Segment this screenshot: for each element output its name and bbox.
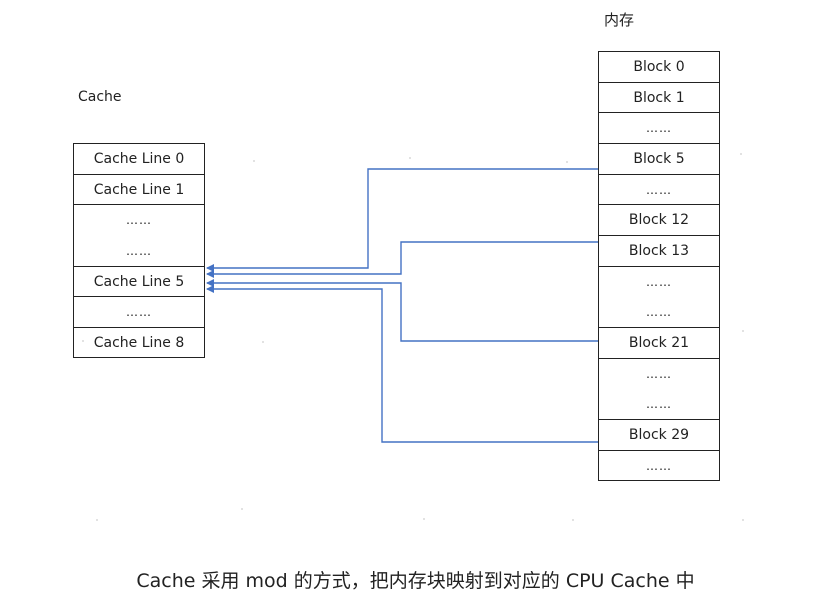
cache-cache-line-0: Cache Line 0 (74, 144, 204, 175)
ellipsis: …… (646, 305, 672, 320)
cache-cache-line-1: Cache Line 1 (74, 175, 204, 206)
cache-cache-line-8: Cache Line 8 (93, 335, 185, 352)
memory-block-21: Block 21 (599, 328, 719, 359)
connector-block-21 (206, 279, 598, 342)
ellipsis: …… (126, 213, 152, 228)
diagram-caption: Cache 采用 mod 的方式，把内存块映射到对应的 CPU Cache 中 (136, 570, 695, 592)
ellipsis: …… (599, 175, 719, 206)
memory-title: 内存 (604, 11, 635, 29)
memory-block-0: Block 0 (599, 52, 719, 83)
cache-title: Cache (78, 89, 122, 105)
memory-block-1: Block 1 (599, 83, 719, 114)
memory-block-5: Block 5 (599, 144, 719, 175)
memory-gap: …… …… (599, 267, 719, 329)
connector-block-29 (206, 285, 598, 443)
cache-gap: …… …… (74, 205, 204, 267)
ellipsis: …… (646, 459, 672, 474)
ellipsis: …… (646, 366, 672, 381)
ellipsis: …… (599, 113, 719, 145)
ellipsis: …… (74, 297, 204, 329)
memory-block-12: Block 12 (599, 205, 719, 237)
cache-cache-line-5: Cache Line 5 (74, 267, 204, 298)
ellipsis: …… (126, 243, 152, 258)
connector-block-5 (206, 168, 598, 272)
memory-gap: …… …… (599, 359, 719, 421)
memory-block-13: Block 13 (599, 236, 719, 267)
memory-block-29: Block 29 (599, 420, 719, 451)
connector-block-13 (206, 241, 598, 278)
ellipsis: …… (646, 397, 672, 412)
ellipsis: …… (646, 274, 672, 289)
